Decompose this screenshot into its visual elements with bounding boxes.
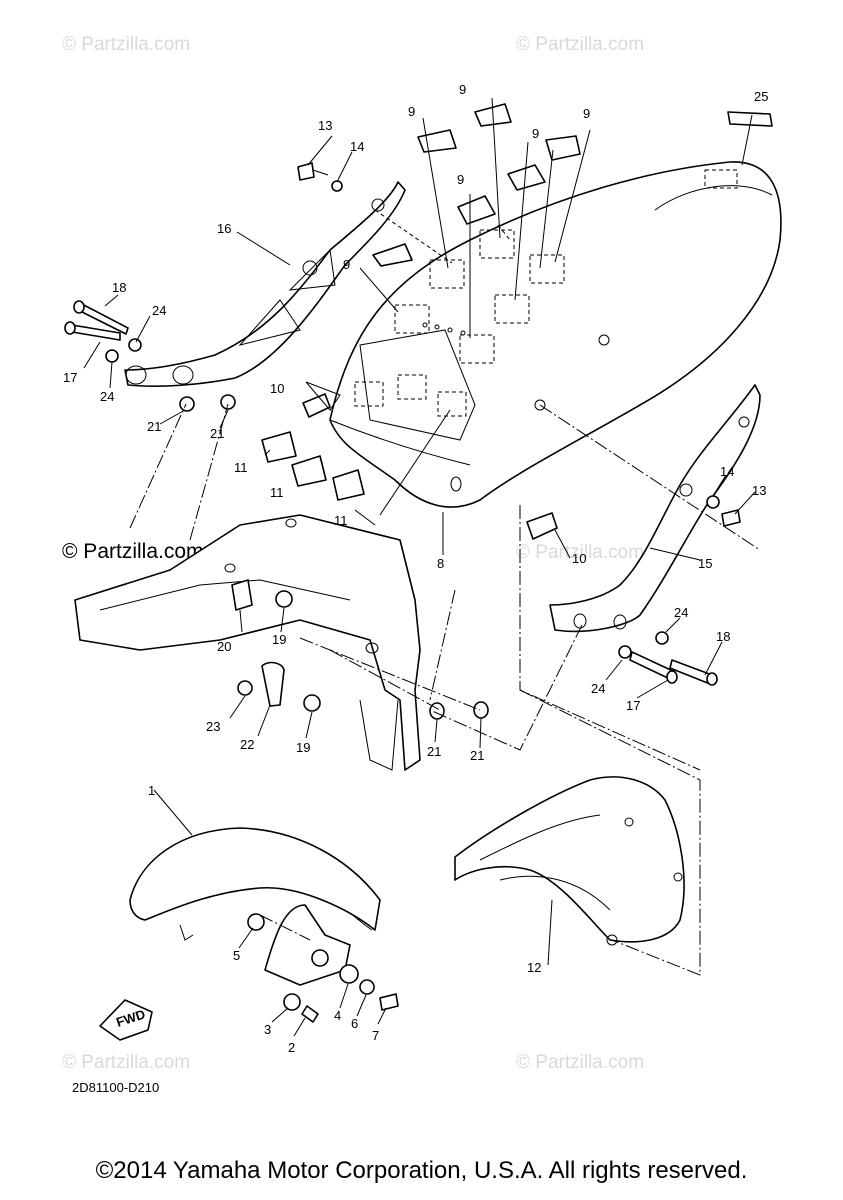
grommet xyxy=(302,393,331,418)
callout-17: 17 xyxy=(626,698,640,713)
callout-14: 14 xyxy=(720,464,734,479)
fender-stay-left xyxy=(124,181,406,387)
watermark: © Partzilla.com xyxy=(62,1052,190,1073)
callout-1: 1 xyxy=(148,783,155,798)
callout-20: 20 xyxy=(217,639,231,654)
callout-9: 9 xyxy=(532,126,539,141)
callout-24: 24 xyxy=(591,681,605,696)
callout-12: 12 xyxy=(527,960,541,975)
watermark: © Partzilla.com xyxy=(62,540,204,563)
callout-4: 4 xyxy=(334,1008,341,1023)
callout-11: 11 xyxy=(334,513,348,528)
grommet xyxy=(526,512,558,540)
front-fender xyxy=(129,827,399,1023)
callout-21: 21 xyxy=(210,426,224,441)
callout-8: 8 xyxy=(437,556,444,571)
callout-5: 5 xyxy=(233,948,240,963)
callout-2: 2 xyxy=(288,1040,295,1055)
fender-liner xyxy=(454,776,685,946)
callout-9: 9 xyxy=(459,82,466,97)
callout-24: 24 xyxy=(100,389,114,404)
callout-10: 10 xyxy=(572,551,586,566)
callout-11: 11 xyxy=(270,485,284,500)
callout-13: 13 xyxy=(752,483,766,498)
callout-18: 18 xyxy=(112,280,126,295)
watermark: © Partzilla.com xyxy=(516,34,644,55)
callout-9: 9 xyxy=(457,172,464,187)
callout-10: 10 xyxy=(270,381,284,396)
fwd-arrow-icon: FWD xyxy=(99,999,153,1041)
callout-18: 18 xyxy=(716,629,730,644)
callout-7: 7 xyxy=(372,1028,379,1043)
callout-23: 23 xyxy=(206,719,220,734)
callout-22: 22 xyxy=(240,737,254,752)
callout-19: 19 xyxy=(296,740,310,755)
callout-24: 24 xyxy=(152,303,166,318)
hardware-right xyxy=(618,495,741,686)
callout-21: 21 xyxy=(147,419,161,434)
callout-14: 14 xyxy=(350,139,364,154)
watermark: © Partzilla.com xyxy=(62,34,190,55)
callout-16: 16 xyxy=(217,221,231,236)
callout-24: 24 xyxy=(674,605,688,620)
label-stickers xyxy=(372,103,773,267)
callout-6: 6 xyxy=(351,1016,358,1031)
leader-lines xyxy=(83,97,756,1037)
callout-9: 9 xyxy=(408,104,415,119)
diagram-code: 2D81100-D210 xyxy=(72,1080,159,1095)
copyright-notice: ©2014 Yamaha Motor Corporation, U.S.A. A… xyxy=(95,1157,748,1184)
callout-21: 21 xyxy=(427,744,441,759)
watermark: © Partzilla.com xyxy=(516,1052,644,1073)
callout-19: 19 xyxy=(272,632,286,647)
callout-3: 3 xyxy=(264,1022,271,1037)
frame-section xyxy=(74,514,421,771)
callout-25: 25 xyxy=(754,89,768,104)
callout-13: 13 xyxy=(318,118,332,133)
callout-21: 21 xyxy=(470,748,484,763)
callout-11: 11 xyxy=(234,460,248,475)
label-stickers-11 xyxy=(261,431,365,501)
callout-17: 17 xyxy=(63,370,77,385)
callout-15: 15 xyxy=(698,556,712,571)
callout-9: 9 xyxy=(583,106,590,121)
watermark: © Partzilla.com xyxy=(516,542,644,563)
guide-lines xyxy=(129,209,761,976)
callout-9: 9 xyxy=(343,257,350,272)
callouts: 1 2 3 4 5 6 7 8 9 9 9 9 9 9 10 10 11 11 … xyxy=(63,82,768,1055)
